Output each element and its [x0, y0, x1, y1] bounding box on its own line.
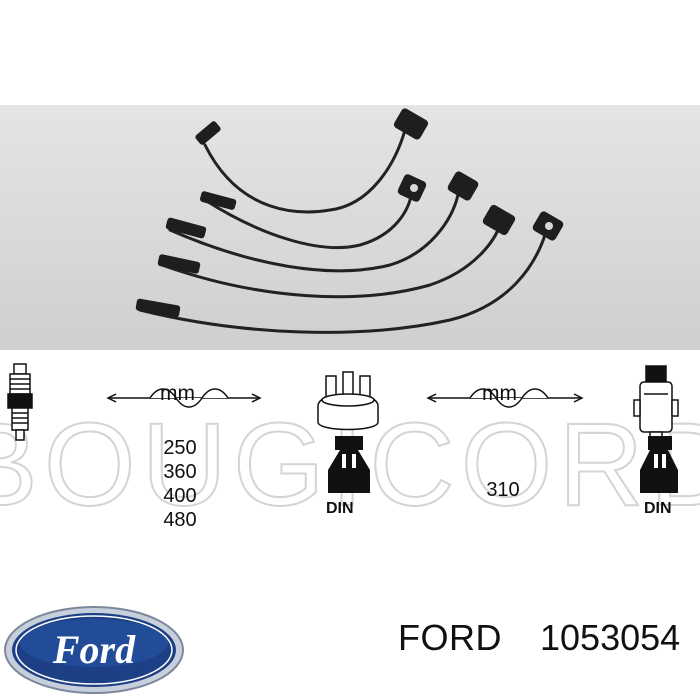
din-connector-left-icon — [328, 436, 370, 493]
left-unit-label: mm — [160, 382, 195, 405]
right-unit-label: mm — [482, 382, 517, 405]
diagram-graphics — [7, 363, 679, 493]
length-value: 250 — [163, 437, 197, 459]
right-length-arrow — [426, 388, 584, 408]
left-length-arrow — [106, 388, 262, 408]
ford-logo: Ford — [4, 606, 184, 694]
ford-logo-text: Ford — [52, 627, 136, 672]
right-length-value: 310 — [486, 479, 520, 501]
length-value: 360 — [163, 461, 197, 483]
right-din-label: DIN — [644, 500, 672, 517]
distributor-cap-icon — [317, 371, 379, 431]
spark-plug-icon — [7, 363, 33, 441]
left-din-label: DIN — [326, 500, 354, 517]
left-length-list: 250 360 400 480 — [155, 436, 205, 532]
length-value: 400 — [163, 485, 197, 507]
length-value: 480 — [163, 509, 197, 531]
ignition-coil-icon — [633, 365, 679, 445]
caption-part-number: 1053054 — [540, 617, 681, 658]
product-photo — [0, 105, 700, 350]
ignition-wire-set-illustration — [135, 108, 564, 334]
caption-brand: FORD — [398, 617, 502, 658]
spec-diagram: mm 250 360 400 480 DIN mm 310 DIN — [0, 350, 700, 532]
din-connector-right-icon — [640, 436, 678, 493]
